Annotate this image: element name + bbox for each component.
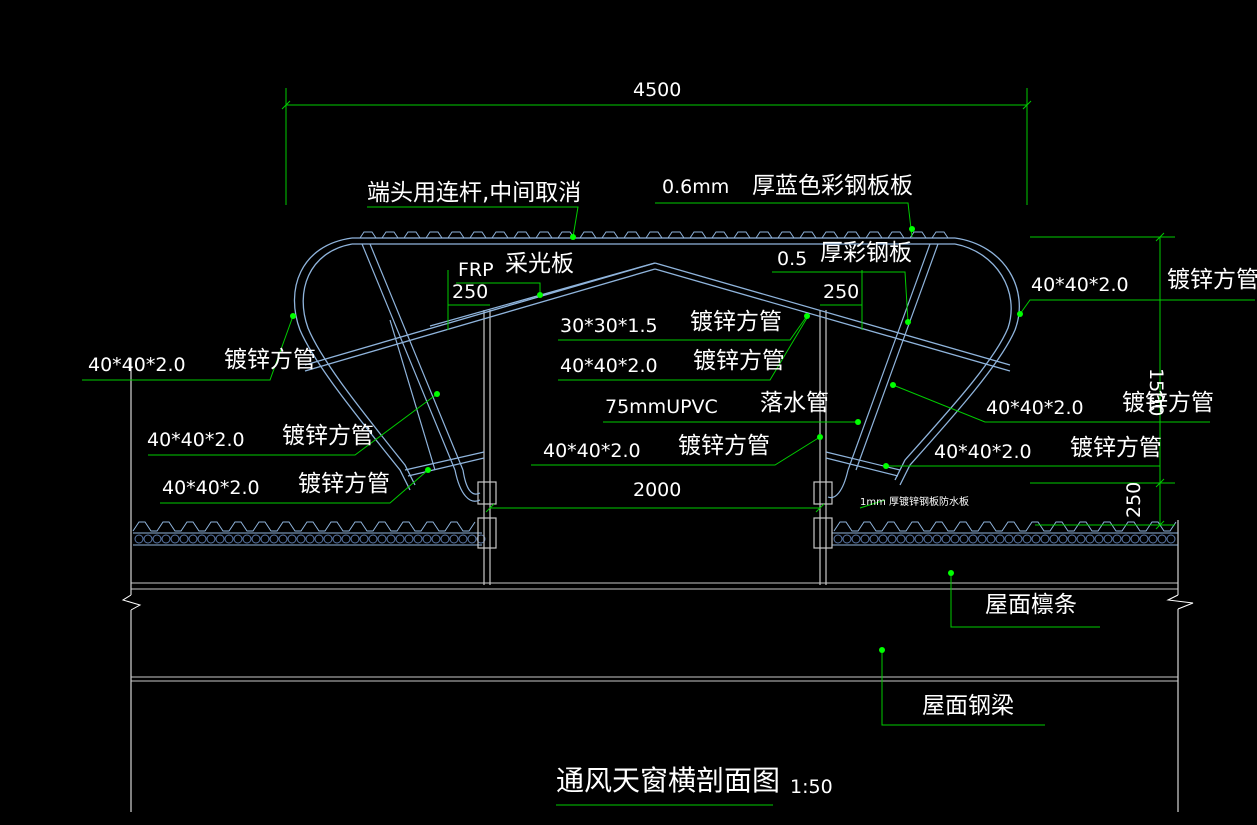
dimension-lines — [281, 88, 1175, 530]
label-center-name-30: 镀锌方管 — [690, 309, 782, 335]
leader-lines — [82, 202, 1255, 806]
label-right-top-name: 镀锌方管 — [1167, 267, 1257, 293]
label-frp: FRP — [458, 259, 494, 281]
label-left-top-name: 镀锌方管 — [224, 347, 316, 373]
label-left-top-spec: 40*40*2.0 — [88, 354, 186, 376]
label-right-low-name: 镀锌方管 — [1070, 435, 1162, 461]
label-center-spec-30: 30*30*1.5 — [560, 315, 658, 337]
label-center-name-40: 镀锌方管 — [693, 348, 785, 374]
frame-teeth — [359, 231, 949, 239]
label-downpipe: 落水管 — [760, 390, 829, 416]
roof-sheet-right — [832, 521, 1178, 546]
label-right-top-spec: 40*40*2.0 — [1031, 274, 1129, 296]
roof-sheet-pattern — [134, 534, 1176, 544]
label-flashing: 1mm 厚镀锌钢板防水板 — [860, 495, 969, 508]
dim-left-offset: 250 — [452, 281, 488, 303]
rounded-frame — [293, 237, 1020, 491]
dim-curb-height: 250 — [1123, 482, 1145, 518]
dim-right-offset: 250 — [823, 281, 859, 303]
drawing-scale: 1:50 — [790, 776, 833, 798]
label-center-lower-spec: 40*40*2.0 — [543, 440, 641, 462]
label-downpipe-spec: 75mmUPVC — [605, 396, 718, 418]
label-beam: 屋面钢梁 — [922, 693, 1014, 719]
dim-overall-width: 4500 — [633, 79, 681, 101]
dim-opening-width: 2000 — [633, 479, 681, 501]
drawing-title: 通风天窗横剖面图 — [556, 764, 780, 797]
label-left-low-spec: 40*40*2.0 — [162, 477, 260, 499]
label-right-mid-spec: 40*40*2.0 — [986, 397, 1084, 419]
label-roof-sheet-thickness: 0.6mm — [662, 176, 729, 198]
label-center-lower-name: 镀锌方管 — [678, 433, 770, 459]
label-end-link: 端头用连杆,中间取消 — [367, 180, 581, 206]
label-roof-sheet: 厚蓝色彩钢板板 — [752, 173, 913, 199]
diagonal-braces — [361, 243, 939, 502]
label-right-mid-name: 镀锌方管 — [1122, 390, 1214, 416]
label-skylight-panel: 采光板 — [505, 251, 574, 277]
curb-posts — [477, 310, 833, 585]
label-right-low-spec: 40*40*2.0 — [934, 441, 1032, 463]
dim-height: 1500 — [1145, 368, 1167, 416]
label-inner-sheet-thickness: 0.5 — [777, 248, 807, 270]
label-left-low-name: 镀锌方管 — [298, 471, 390, 497]
roof-sheet-left — [132, 521, 482, 546]
label-center-spec-40: 40*40*2.0 — [560, 355, 658, 377]
label-inner-sheet: 厚彩钢板 — [820, 240, 912, 266]
label-left-mid-name: 镀锌方管 — [282, 423, 374, 449]
label-left-mid-spec: 40*40*2.0 — [147, 429, 245, 451]
leader-nodes — [290, 226, 1023, 653]
label-purlin: 屋面檩条 — [985, 592, 1077, 618]
roof-beam-lines — [131, 582, 1178, 682]
